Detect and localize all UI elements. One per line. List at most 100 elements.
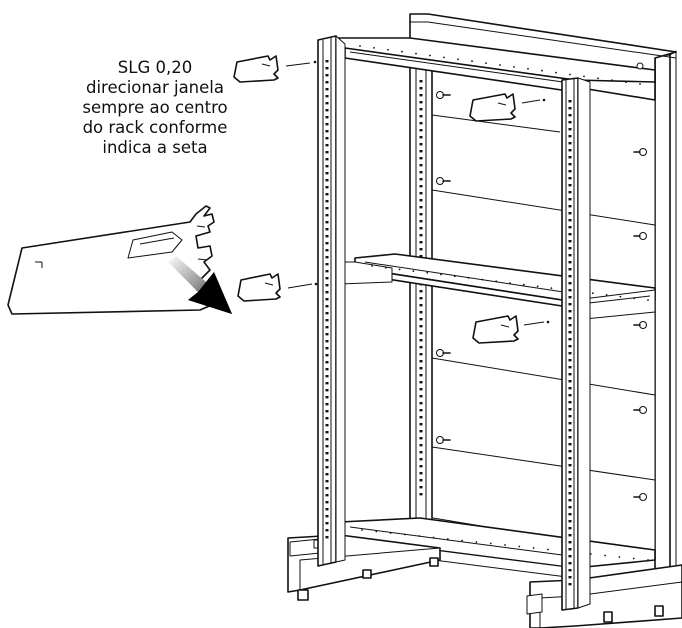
screw-dot: [639, 83, 641, 85]
upright-slot: [325, 242, 329, 245]
upright-slot: [325, 116, 329, 119]
upright-slot: [419, 122, 423, 125]
upright-slot: [325, 200, 329, 203]
upright-slot: [325, 284, 329, 287]
upright-slot: [419, 472, 423, 475]
arrow-down-right-icon: [168, 256, 232, 314]
upright-slot: [419, 234, 423, 237]
upright-slot: [568, 569, 572, 572]
upright-slot: [325, 102, 329, 105]
upright-slot: [419, 206, 423, 209]
screw-dot: [647, 299, 649, 301]
screw-dot: [489, 542, 492, 545]
upright-slot: [419, 486, 423, 489]
upright-slot: [419, 241, 423, 244]
upright-slot: [568, 170, 572, 173]
upright-slot: [568, 289, 572, 292]
upright-slot: [325, 214, 329, 217]
peg-hook: [633, 148, 647, 156]
screw-dot: [387, 48, 389, 51]
upright-slot: [568, 478, 572, 481]
screw-dot: [619, 295, 622, 298]
upright-slot: [568, 324, 572, 327]
upright-slot: [568, 191, 572, 194]
screw-dot: [591, 292, 594, 295]
upright-slot: [325, 536, 329, 539]
upright-slot: [419, 430, 423, 433]
upright-slot: [419, 346, 423, 349]
bracket-upper-right: [469, 93, 546, 122]
upright-slot: [568, 107, 572, 110]
screw-dot: [467, 277, 470, 279]
upright-slot: [325, 403, 329, 406]
upright-slot: [325, 95, 329, 98]
upright-slot: [568, 555, 572, 558]
screw-row-shelf: [371, 265, 649, 301]
screw-dot: [555, 71, 557, 74]
upright-slot: [419, 255, 423, 258]
upright-slot: [325, 515, 329, 518]
upright-slot: [568, 373, 572, 376]
screw-dot: [504, 544, 506, 546]
upright-slot: [568, 415, 572, 418]
upright-slot: [325, 207, 329, 210]
screw-dot: [375, 530, 378, 533]
upright-slot: [325, 459, 329, 462]
upright-slot: [568, 422, 572, 425]
upright-slot: [325, 368, 329, 371]
screw-dot: [605, 294, 608, 296]
upright-slot: [568, 562, 572, 565]
peg-hook: [633, 232, 647, 240]
upright-slot: [325, 228, 329, 231]
upright-slot: [419, 465, 423, 468]
screw-dot: [429, 54, 431, 57]
upright-slot: [419, 297, 423, 300]
peg-hook: [633, 321, 647, 329]
upright-slot: [419, 381, 423, 384]
instruction-note: SLG 0,20 direcionar janela sempre ao cen…: [50, 58, 260, 158]
peg-hook: [436, 91, 451, 99]
screw-dot: [371, 265, 373, 267]
peg-hook: [436, 177, 451, 185]
screw-dot: [412, 270, 415, 272]
upright-slot: [419, 367, 423, 370]
upright-slot: [325, 417, 329, 420]
upright-slot: [568, 128, 572, 131]
screw-dot: [471, 60, 473, 63]
upright-slot: [419, 199, 423, 202]
slot-row-back-left: [419, 80, 423, 496]
screw-dot: [361, 529, 363, 531]
screw-dot: [457, 58, 459, 61]
upright-slot: [568, 583, 572, 586]
upright-slot: [568, 142, 572, 145]
upright-slot: [325, 431, 329, 434]
upright-slot: [568, 471, 572, 474]
upright-slot: [568, 408, 572, 411]
upright-slot: [419, 129, 423, 132]
slot-row-front-left: [325, 60, 329, 539]
front-right-upright: [561, 77, 591, 611]
screw-dot: [443, 56, 445, 59]
upright-slot: [419, 136, 423, 139]
upright-slot: [568, 233, 572, 236]
upright-slot: [568, 331, 572, 334]
upright-slot: [568, 352, 572, 355]
upright-slot: [325, 487, 329, 490]
upright-slot: [568, 401, 572, 404]
upright-slot: [419, 479, 423, 482]
upright-slot: [419, 458, 423, 461]
upright-slot: [568, 282, 572, 285]
upright-slot: [325, 494, 329, 497]
upright-slot: [419, 444, 423, 447]
upright-slot: [568, 366, 572, 369]
upright-slot: [325, 109, 329, 112]
upright-slot: [568, 254, 572, 257]
upright-slot: [325, 270, 329, 273]
upright-slot: [325, 424, 329, 427]
screw-dot: [359, 45, 361, 47]
upright-slot: [325, 263, 329, 266]
screw-dot: [509, 282, 511, 284]
upright-slot: [325, 151, 329, 154]
